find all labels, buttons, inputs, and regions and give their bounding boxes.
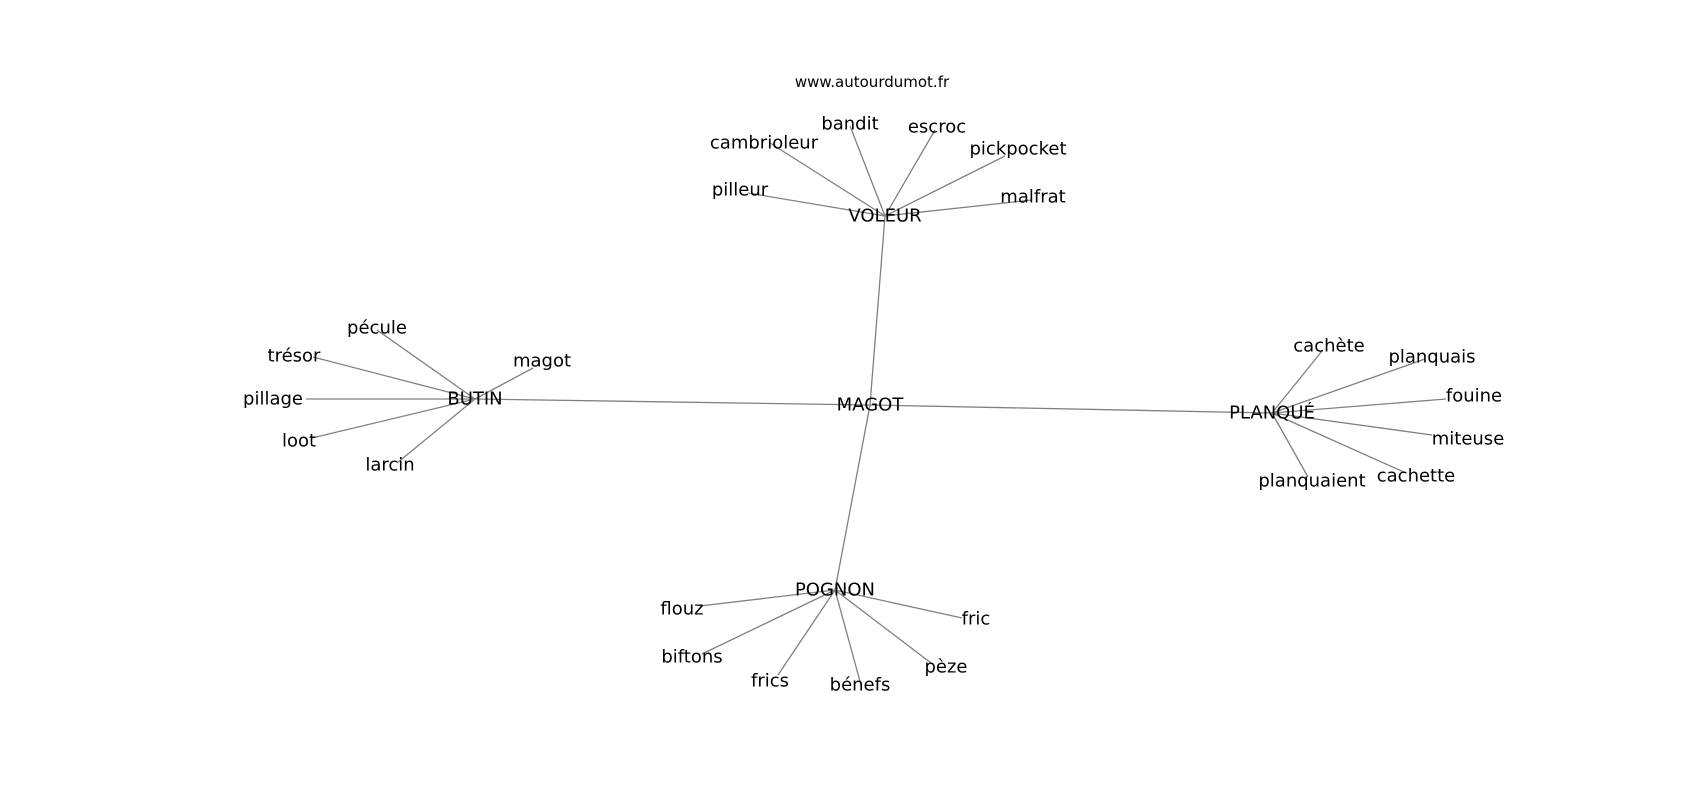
child-node-label: bandit [821, 114, 878, 135]
child-node-label: fouine [1446, 386, 1502, 407]
edge-hub-to-child [834, 589, 862, 686]
child-node-label: cachète [1293, 336, 1364, 357]
edge-hub-to-child [311, 398, 476, 439]
edge-hub-to-child [834, 589, 963, 619]
edge-hub-to-child [884, 199, 1033, 217]
child-node-label: bénefs [830, 675, 891, 696]
edge-hub-to-child [312, 356, 476, 400]
edge-hub-to-child [699, 589, 836, 607]
child-node-label: planquais [1388, 347, 1475, 368]
edge-hub-to-child [884, 129, 936, 217]
center-node-label: MAGOT [837, 395, 905, 416]
child-node-label: frics [751, 671, 789, 692]
edge-hub-to-child [1271, 350, 1323, 414]
child-node-label: escroc [908, 117, 966, 138]
edge-hub-to-child [884, 155, 1006, 217]
child-node-label: miteuse [1432, 429, 1505, 450]
child-node-label: larcin [365, 455, 414, 476]
edge-hub-to-child [376, 329, 476, 400]
edge-hub-to-child [701, 589, 836, 655]
child-node-label: pèze [924, 657, 967, 678]
edge-hub-to-child [396, 398, 476, 464]
hub-node-label: VOLEUR [848, 206, 921, 227]
edge-hub-to-child [1271, 412, 1407, 474]
edge-hub-to-child [474, 367, 534, 400]
child-node-label: planquaient [1258, 471, 1365, 492]
edge-hub-to-child [834, 589, 932, 664]
child-node-label: biftons [661, 647, 722, 668]
child-node-label: malfrat [1000, 187, 1065, 208]
child-node-label: cachette [1377, 466, 1456, 487]
edge-hub-to-child [769, 142, 886, 217]
child-node-label: fric [962, 609, 991, 630]
child-node-label: flouz [660, 599, 703, 620]
child-node-label: trésor [268, 346, 322, 367]
child-node-label: cambrioleur [710, 133, 819, 154]
child-node-label: loot [282, 431, 316, 452]
edge-center-to-hub [869, 404, 1273, 414]
edge-hub-to-child [1271, 412, 1433, 436]
edge-hub-to-child [777, 589, 836, 676]
edge-hub-to-child [1271, 358, 1426, 414]
site-url-label: www.autourdumot.fr [795, 73, 950, 91]
edge-center-to-hub [834, 404, 871, 591]
hub-node-label: POGNON [795, 580, 875, 601]
graph-edges [306, 125, 1447, 686]
child-node-label: pécule [347, 318, 407, 339]
edge-hub-to-child [1271, 412, 1309, 478]
child-node-label: pickpocket [970, 139, 1067, 160]
edge-center-to-hub [869, 215, 886, 406]
hub-node-label: BUTIN [447, 389, 502, 410]
graph-labels: MAGOT VOLEUR bandit escroc cambrioleur pickpo… [243, 114, 1504, 696]
edge-hub-to-child [849, 125, 886, 217]
edge-center-to-hub [474, 398, 871, 406]
hub-node-label: PLANQUÉ [1229, 402, 1315, 424]
child-node-label: pilleur [712, 180, 769, 201]
child-node-label: magot [513, 351, 571, 372]
edge-hub-to-child [1271, 398, 1447, 414]
child-node-label: pillage [243, 389, 303, 410]
edge-hub-to-child [747, 192, 886, 217]
